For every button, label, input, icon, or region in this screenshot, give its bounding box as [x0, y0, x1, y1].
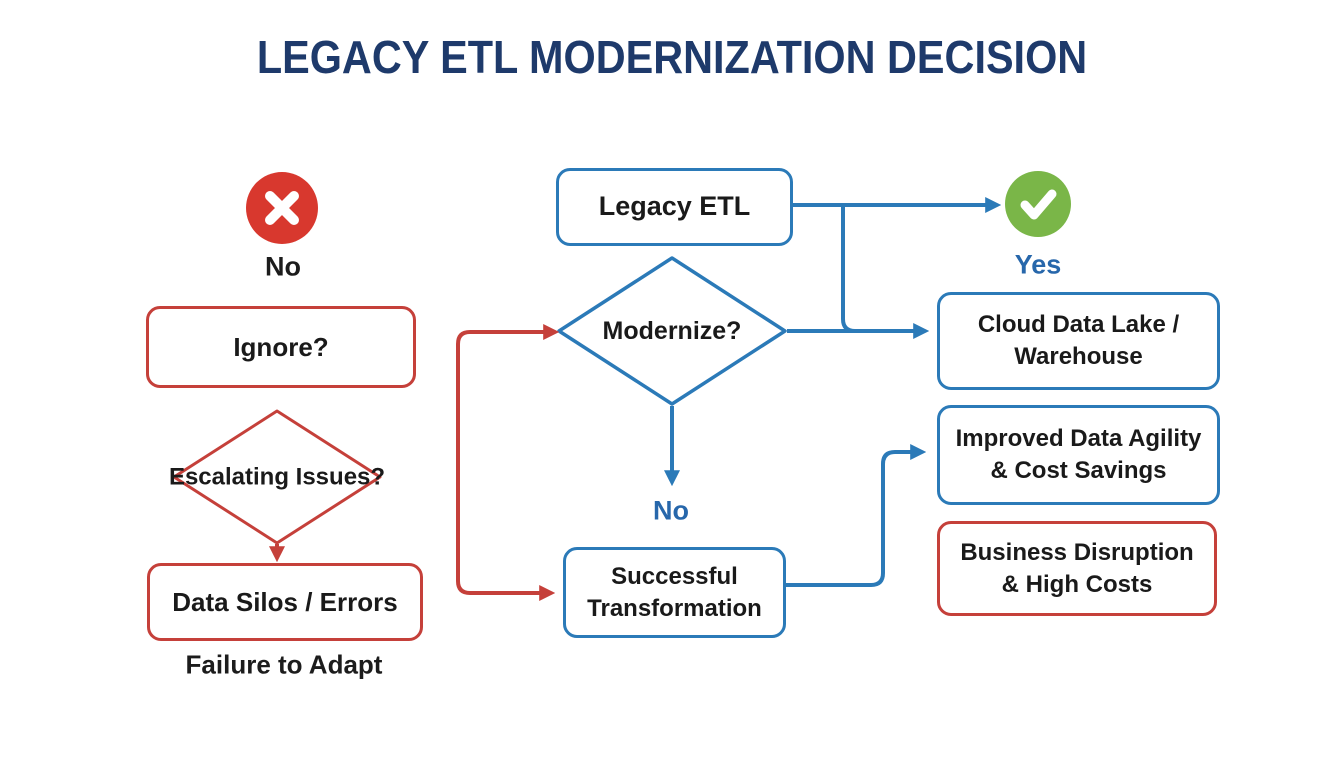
ignore-box: Ignore?: [146, 306, 416, 388]
connector-red-loop: [456, 324, 560, 601]
successful-transformation-box: Successful Transformation: [563, 547, 786, 638]
no-label-left: No: [265, 251, 301, 282]
x-circle-icon: [246, 172, 318, 244]
modernize-diamond-label: Modernize?: [602, 316, 742, 345]
modernize-diamond-shape: [557, 256, 787, 406]
cloud-data-lake-box: Cloud Data Lake / Warehouse: [937, 292, 1220, 390]
no-label-center: No: [653, 495, 689, 526]
check-circle-icon: [1005, 171, 1071, 237]
connector-legacy-branch-down: [841, 207, 856, 333]
business-disruption-box: Business Disruption & High Costs: [937, 521, 1217, 616]
ignore-box-label: Ignore?: [233, 331, 329, 362]
improved-agility-box: Improved Data Agility & Cost Savings: [937, 405, 1220, 505]
page-title: LEGACY ETL MODERNIZATION DECISION: [256, 31, 1088, 83]
legacy-etl-box-label: Legacy ETL: [598, 191, 751, 222]
connector-success-to-improved: [783, 444, 927, 587]
legacy-etl-box: Legacy ETL: [556, 168, 793, 246]
data-silos-box: Data Silos / Errors: [147, 563, 423, 641]
data-silos-box-label: Data Silos / Errors: [172, 586, 398, 617]
escalating-issues-diamond-shape: [172, 409, 382, 545]
yes-label: Yes: [1014, 249, 1062, 280]
escalating-issues-diamond-label: Escalating Issues?: [168, 463, 386, 491]
failure-caption: Failure to Adapt: [185, 649, 383, 680]
